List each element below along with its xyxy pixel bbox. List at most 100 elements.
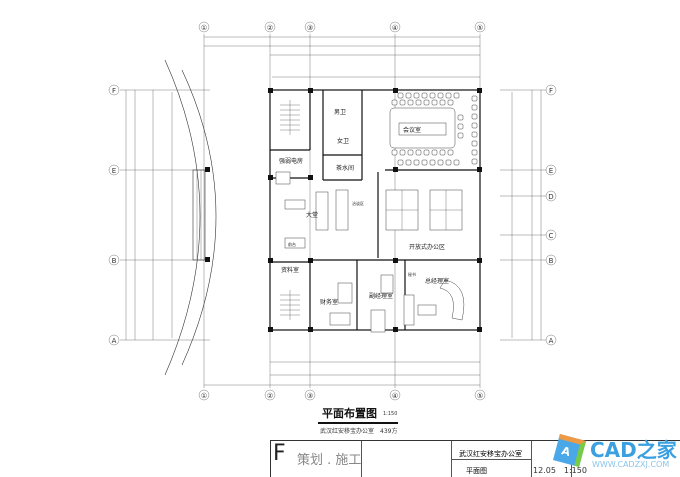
chair	[423, 99, 430, 106]
title-block-logo-cell: F 策划 . 施工	[271, 441, 362, 477]
drawing-subtitle: 武汉红安移宝办公室 439方	[320, 428, 398, 435]
company-logo: F 策划 . 施工	[273, 441, 362, 468]
label-male-toilet: 男卫	[334, 109, 346, 116]
svg-text:F: F	[112, 87, 116, 95]
axis-bubble-D-right: D	[545, 190, 557, 202]
svg-text:①: ①	[201, 392, 207, 400]
svg-text:⑤: ⑤	[477, 392, 483, 400]
svg-text:E: E	[549, 167, 553, 175]
axis-bubble-1-bottom: ①	[198, 389, 210, 401]
label-tea-room: 茶水间	[336, 164, 354, 172]
chair	[431, 99, 438, 106]
logo-letter: F	[273, 441, 286, 466]
axis-bubble-A-right: A	[545, 334, 557, 346]
chair	[421, 92, 428, 99]
label-lobby: 大堂	[306, 211, 318, 219]
chair	[439, 99, 446, 106]
drawing-scale: 1:150	[383, 411, 398, 417]
chair	[453, 92, 460, 99]
axis-bubble-F-right: F	[545, 84, 557, 96]
label-electric-room: 强弱电房	[279, 157, 303, 165]
meeting-chairs	[391, 92, 478, 166]
svg-text:⑤: ⑤	[477, 24, 483, 32]
svg-text:A: A	[549, 337, 554, 345]
chair	[437, 92, 444, 99]
label-reception: 前台	[288, 241, 296, 247]
meeting-table	[389, 107, 456, 149]
svg-text:①: ①	[201, 24, 207, 32]
label-female-toilet: 女卫	[337, 137, 349, 145]
watermark-brand: CAD之家	[590, 438, 677, 462]
chair	[471, 149, 478, 156]
label-secretary: 秘书	[408, 271, 416, 277]
svg-text:④: ④	[392, 24, 398, 32]
chair	[453, 159, 460, 166]
chair	[447, 99, 454, 106]
svg-text:F: F	[549, 87, 553, 95]
chair	[399, 149, 406, 156]
label-finance: 财务室	[320, 298, 338, 306]
svg-text:②: ②	[267, 392, 273, 400]
axis-bubble-E-right: E	[545, 164, 557, 176]
svg-text:③: ③	[307, 392, 313, 400]
chair	[471, 131, 478, 138]
chair	[415, 149, 422, 156]
chair	[471, 104, 478, 111]
svg-text:③: ③	[307, 24, 313, 32]
curved-facade	[164, 59, 217, 376]
chair	[399, 99, 406, 106]
axis-bubble-2-bottom: ②	[264, 389, 276, 401]
axis-bubble-2-top: ②	[264, 21, 276, 33]
chair	[457, 132, 464, 139]
drawing-title: 平面布置图	[322, 407, 377, 420]
chair	[471, 95, 478, 102]
axis-bubble-3-top: ③	[304, 21, 316, 33]
label-general-manager: 总经理室	[425, 277, 449, 285]
axis-bubble-3-bottom: ③	[304, 389, 316, 401]
chair	[421, 159, 428, 166]
chair	[407, 149, 414, 156]
stair-top	[280, 100, 300, 135]
chair	[471, 113, 478, 120]
chair	[445, 159, 452, 166]
axis-bubble-4-bottom: ④	[389, 389, 401, 401]
svg-text:B: B	[549, 257, 554, 265]
chair	[413, 159, 420, 166]
label-open-office: 开放式办公区	[409, 243, 445, 251]
chair	[431, 149, 438, 156]
svg-text:D: D	[548, 193, 553, 201]
room-labels: 男卫 女卫 会议室 强弱电房 茶水间 大堂 前台 洽谈区 开放式办公区 资料室 …	[279, 109, 449, 306]
svg-text:②: ②	[267, 24, 273, 32]
chair	[405, 159, 412, 166]
office-furniture	[329, 274, 465, 333]
axis-bubble-1-top: ①	[198, 21, 210, 33]
chair	[445, 92, 452, 99]
chair	[457, 114, 464, 121]
chair	[415, 99, 422, 106]
axis-bubble-E-left: E	[108, 164, 120, 176]
drawing-name: 平面图	[466, 467, 487, 475]
chair	[439, 149, 446, 156]
axis-bubble-B-left: B	[108, 254, 120, 266]
chair	[471, 140, 478, 147]
svg-text:E: E	[112, 167, 116, 175]
label-archive: 资料室	[281, 266, 299, 274]
dimension-lines	[125, 36, 542, 386]
chair	[407, 99, 414, 106]
svg-text:A: A	[112, 337, 117, 345]
label-meeting-room: 会议室	[403, 126, 421, 134]
chair	[397, 159, 404, 166]
title-block-project-cell	[451, 441, 532, 477]
chair	[429, 92, 436, 99]
chair	[471, 122, 478, 129]
svg-text:B: B	[112, 257, 117, 265]
label-deputy-manager: 副经理室	[369, 292, 393, 300]
chair	[447, 149, 454, 156]
axis-bubble-B-right: B	[545, 254, 557, 266]
logo-text: 策划 . 施工	[297, 453, 362, 468]
chair	[423, 149, 430, 156]
chair	[413, 92, 420, 99]
svg-text:C: C	[549, 232, 554, 240]
